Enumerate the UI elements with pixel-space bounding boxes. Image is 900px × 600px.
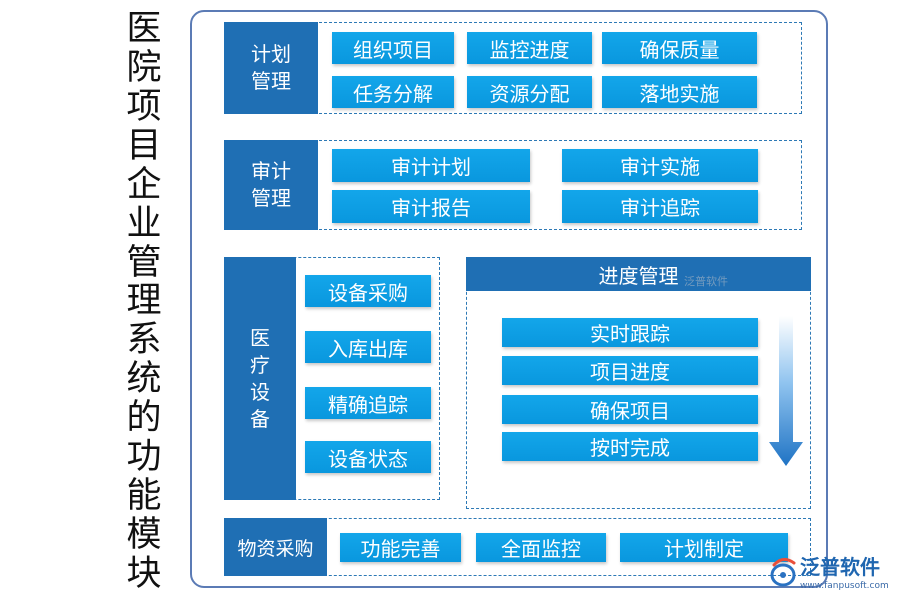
logo-name: 泛普软件 bbox=[800, 555, 880, 579]
title-char: 能 bbox=[126, 476, 162, 517]
procurement-item-complete[interactable]: 功能完善 bbox=[340, 533, 461, 562]
title-char: 院 bbox=[126, 47, 162, 88]
procurement-header: 物资采购 bbox=[224, 518, 327, 576]
logo-url: www.fanpusoft.com bbox=[800, 581, 889, 591]
equipment-item-status[interactable]: 设备状态 bbox=[305, 441, 431, 473]
plan-item-quality[interactable]: 确保质量 bbox=[602, 32, 757, 64]
title-char: 块 bbox=[126, 553, 162, 594]
title-char: 功 bbox=[126, 437, 162, 478]
audit-header: 审计 管理 bbox=[224, 140, 318, 230]
equipment-item-tracking[interactable]: 精确追踪 bbox=[305, 387, 431, 419]
plan-item-organize[interactable]: 组织项目 bbox=[332, 32, 454, 64]
title-char: 理 bbox=[126, 281, 162, 322]
title-char: 管 bbox=[126, 242, 162, 283]
equipment-item-inout[interactable]: 入库出库 bbox=[305, 331, 431, 363]
progress-item-ontime[interactable]: 按时完成 bbox=[502, 432, 758, 461]
title-char: 医 bbox=[126, 9, 162, 49]
equipment-item-purchase[interactable]: 设备采购 bbox=[305, 275, 431, 307]
procurement-item-plan[interactable]: 计划制定 bbox=[620, 533, 788, 562]
plan-item-implement[interactable]: 落地实施 bbox=[602, 76, 757, 108]
progress-item-project[interactable]: 项目进度 bbox=[502, 356, 758, 385]
outer-frame bbox=[190, 10, 828, 588]
progress-item-realtime[interactable]: 实时跟踪 bbox=[502, 318, 758, 347]
equipment-header: 医 疗 设 备 bbox=[224, 257, 296, 500]
plan-header: 计划 管理 bbox=[224, 22, 318, 114]
title-char: 的 bbox=[126, 398, 162, 439]
audit-item-tracking[interactable]: 审计追踪 bbox=[562, 190, 758, 223]
title-char: 项 bbox=[126, 86, 162, 127]
title-char: 业 bbox=[126, 203, 162, 244]
plan-item-decompose[interactable]: 任务分解 bbox=[332, 76, 454, 108]
plan-item-resource[interactable]: 资源分配 bbox=[467, 76, 592, 108]
progress-header: 进度管理 bbox=[466, 257, 811, 291]
logo-mark-icon bbox=[770, 558, 796, 587]
title-char: 企 bbox=[126, 164, 162, 205]
title-char: 目 bbox=[126, 125, 162, 166]
vertical-title: 医 院 项 目 企 业 管 理 系 统 的 功 能 模 块 bbox=[112, 12, 176, 592]
watermark-text: 泛普软件 bbox=[684, 275, 728, 288]
title-char: 模 bbox=[126, 514, 162, 555]
plan-item-monitor[interactable]: 监控进度 bbox=[467, 32, 592, 64]
audit-item-plan[interactable]: 审计计划 bbox=[332, 149, 530, 182]
procurement-item-monitor[interactable]: 全面监控 bbox=[476, 533, 606, 562]
progress-item-ensure[interactable]: 确保项目 bbox=[502, 395, 758, 424]
audit-item-report[interactable]: 审计报告 bbox=[332, 190, 530, 223]
audit-item-implement[interactable]: 审计实施 bbox=[562, 149, 758, 182]
down-arrow-icon bbox=[769, 316, 803, 466]
title-char: 统 bbox=[126, 359, 162, 400]
title-char: 系 bbox=[126, 320, 162, 361]
